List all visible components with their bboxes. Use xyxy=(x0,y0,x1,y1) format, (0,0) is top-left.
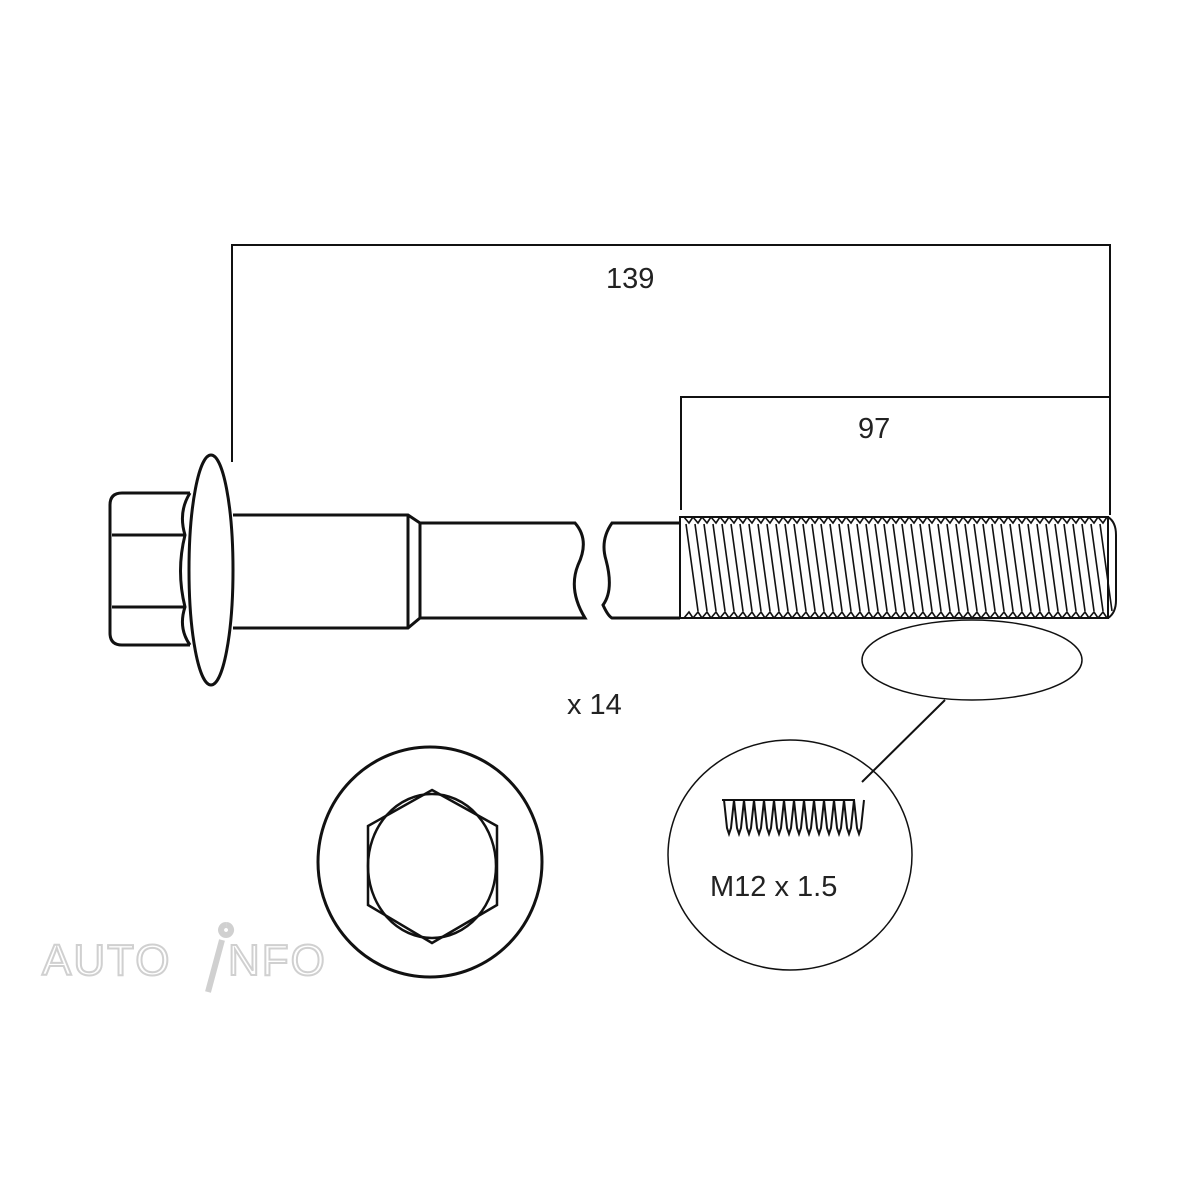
svg-text:AUTO: AUTO xyxy=(42,936,171,985)
bolt-threaded-section xyxy=(679,516,1117,619)
thread-magnify-marker xyxy=(861,619,1083,701)
thread-length-label: 97 xyxy=(858,413,890,445)
thread-detail-circle xyxy=(667,739,913,971)
thread-spec-label: M12 x 1.5 xyxy=(710,871,837,903)
quantity-label: x 14 xyxy=(567,689,622,721)
thread-profile-detail xyxy=(722,799,865,838)
thread-profile-teeth xyxy=(722,799,865,838)
bolt-shank xyxy=(233,513,680,630)
bolt-flange xyxy=(187,453,235,687)
dimension-line-thread xyxy=(680,396,1110,510)
bolt-hex-head xyxy=(108,491,192,647)
svg-text:NFO: NFO xyxy=(228,936,327,985)
overall-length-label: 139 xyxy=(606,263,654,295)
bolt-end-view xyxy=(316,745,544,979)
watermark-logo: AUTO NFO xyxy=(41,922,327,993)
leader-line xyxy=(861,699,946,783)
dimension-line-overall xyxy=(231,244,1111,515)
